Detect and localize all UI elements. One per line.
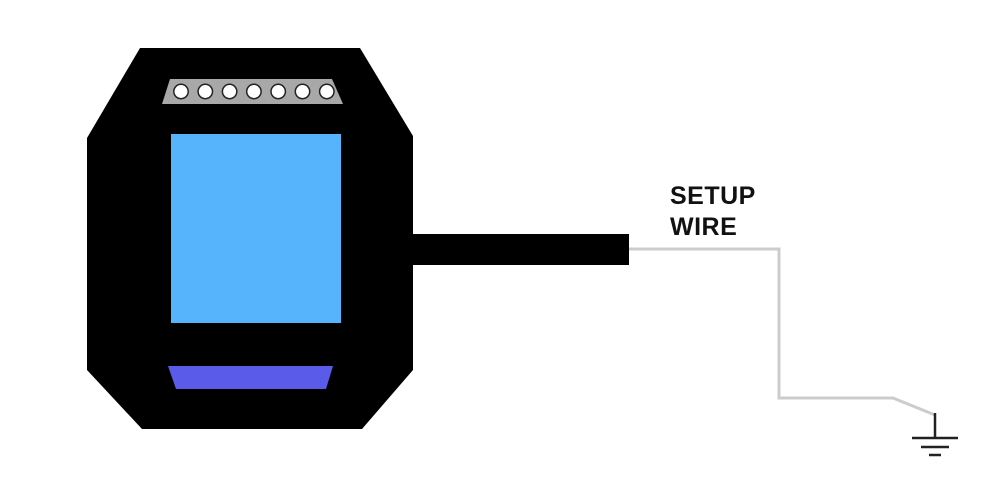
device-cable <box>410 234 629 265</box>
terminal-hole <box>318 83 335 100</box>
terminal-hole <box>245 83 262 100</box>
setup-wire <box>629 247 936 417</box>
setup-wire-label: SETUP WIRE <box>670 181 756 243</box>
terminal-hole <box>173 83 189 100</box>
ground-symbol-icon <box>912 413 958 457</box>
terminal-hole <box>221 83 238 100</box>
terminal-hole <box>197 83 214 100</box>
terminal-hole <box>270 83 287 100</box>
setup-wire-label-line2: WIRE <box>670 213 738 241</box>
terminal-holes <box>173 83 335 100</box>
terminal-hole <box>294 83 311 100</box>
display-screen <box>171 134 341 323</box>
setup-wire-label-line1: SETUP <box>670 182 756 210</box>
button-bar <box>168 366 333 389</box>
